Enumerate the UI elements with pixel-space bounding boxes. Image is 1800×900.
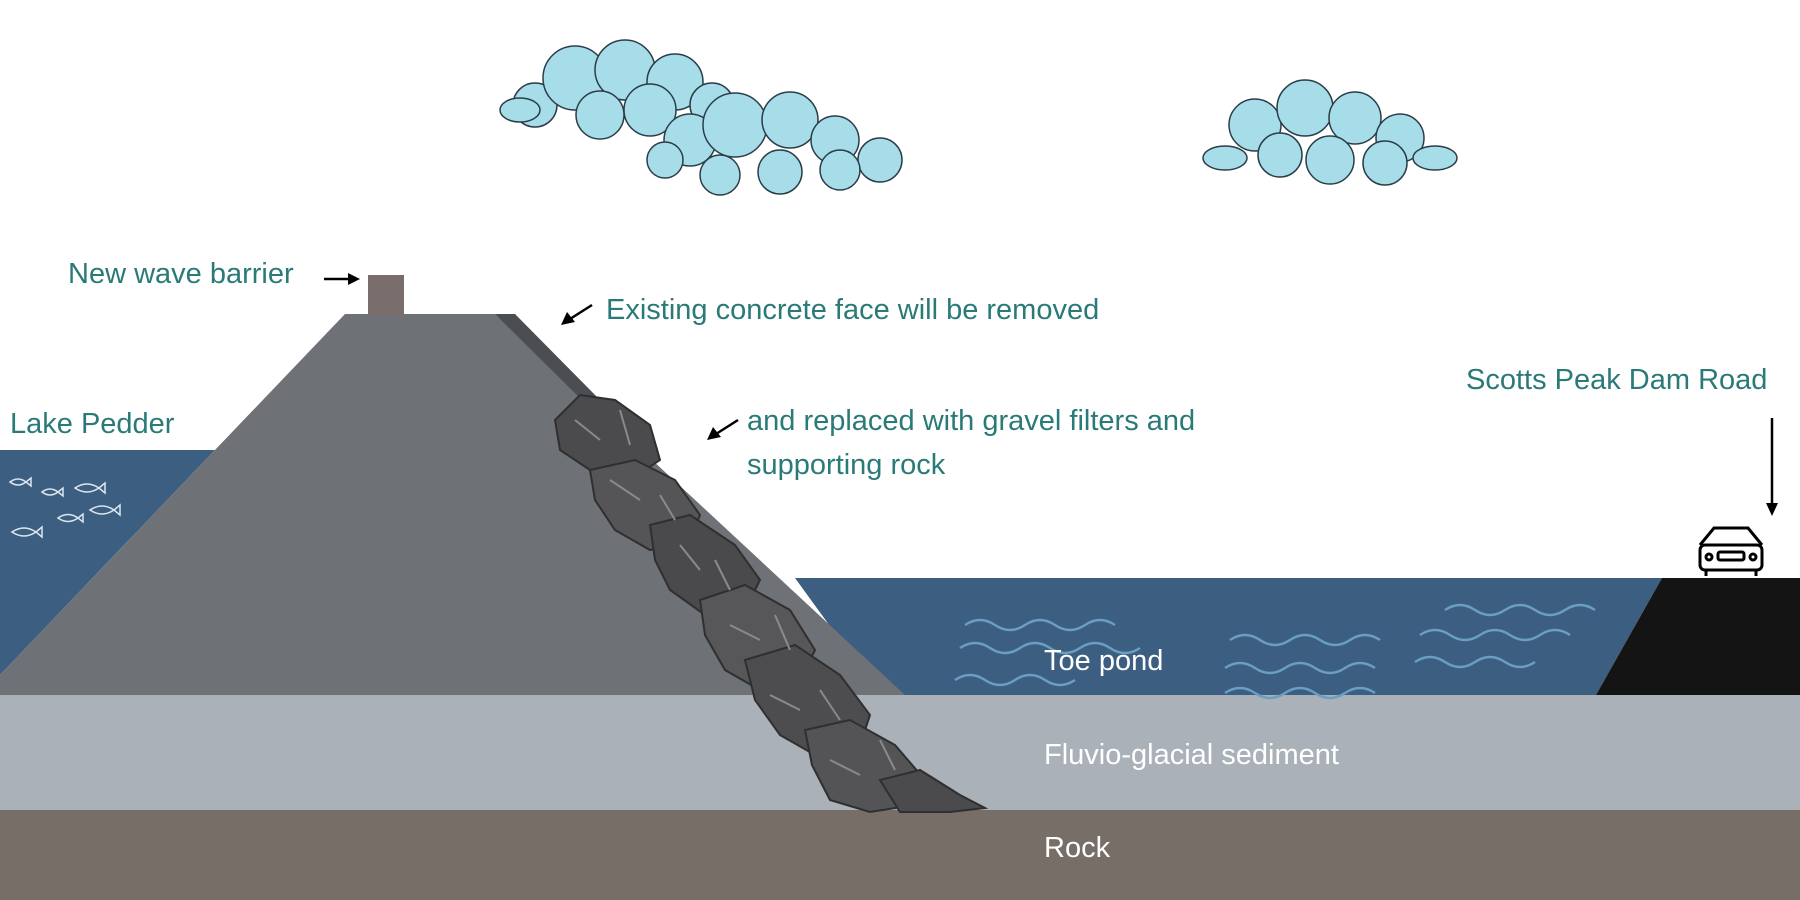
gravel-filters-label-line2: supporting rock xyxy=(747,449,946,481)
toe-pond-waves xyxy=(954,603,1596,700)
gravel-filters-label: and replaced with gravel filters and sup… xyxy=(747,399,1195,487)
cloud-icon xyxy=(1202,79,1458,186)
new-wave-barrier-label: New wave barrier xyxy=(68,258,294,290)
rock-label: Rock xyxy=(1044,832,1111,864)
toe-pond-water xyxy=(795,578,1662,695)
scotts-peak-dam-road-label: Scotts Peak Dam Road xyxy=(1466,364,1768,396)
toe-pond-label: Toe pond xyxy=(1044,645,1164,677)
lake-pedder-water xyxy=(0,450,215,675)
arrow-icon xyxy=(324,273,360,285)
road-embankment xyxy=(1596,578,1800,695)
car-icon xyxy=(1698,526,1764,576)
gravel-filters-label-line1: and replaced with gravel filters and xyxy=(747,405,1196,437)
supporting-rock-boulders xyxy=(553,393,989,814)
arrow-icon xyxy=(1766,418,1778,516)
lake-pedder-label: Lake Pedder xyxy=(10,408,175,440)
dam-body xyxy=(0,314,905,695)
rock-layer xyxy=(0,810,1800,900)
sediment-label: Fluvio-glacial sediment xyxy=(1044,739,1339,771)
fish-icon xyxy=(8,476,121,539)
new-wave-barrier xyxy=(368,275,404,315)
arrow-icon xyxy=(707,418,739,440)
existing-concrete-face xyxy=(495,314,600,406)
cloud-icon xyxy=(499,39,903,196)
arrow-icon xyxy=(561,303,593,325)
existing-concrete-face-label: Existing concrete face will be removed xyxy=(606,294,1100,326)
